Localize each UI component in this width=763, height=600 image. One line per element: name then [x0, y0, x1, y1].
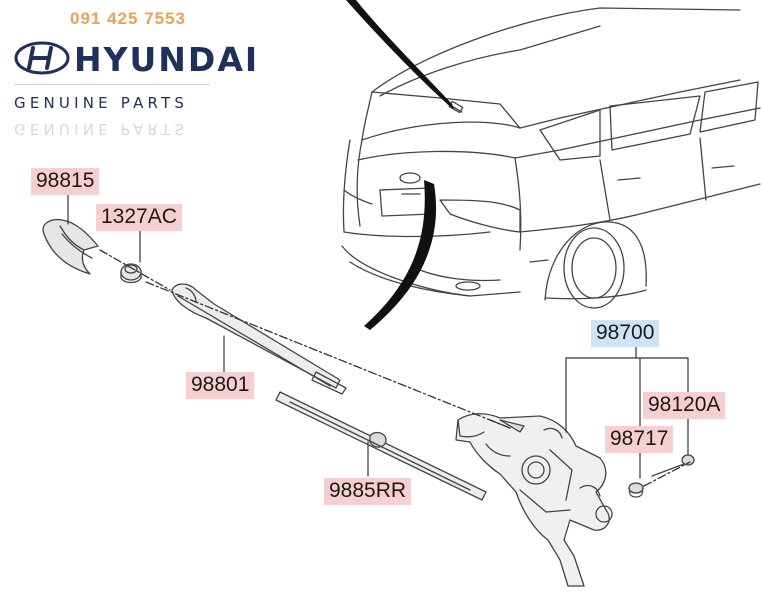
- leader-lines: [67, 191, 689, 479]
- wiper-motor-part: [455, 413, 613, 587]
- assembly-axis: [99, 249, 691, 487]
- grommet-part: [628, 482, 644, 498]
- brand-divider: [14, 84, 210, 85]
- arm-cap-part: [42, 218, 99, 275]
- pivot-part: [651, 454, 695, 477]
- nut-part: [120, 263, 142, 284]
- callout-arm: 98801: [186, 372, 255, 399]
- callout-blade: 9885RR: [324, 478, 412, 505]
- vehicle-outline: [341, 7, 761, 309]
- brand-wordmark: HYUNDAI: [74, 40, 260, 79]
- brand-tagline: GENUINE PARTS: [14, 94, 189, 112]
- wiper-blade-part: [275, 391, 487, 501]
- callout-motor-assembly: 98700: [591, 320, 660, 347]
- wiper-arm-part: [171, 283, 347, 395]
- callout-cap: 98815: [31, 168, 100, 195]
- hyundai-logo-icon: [14, 41, 70, 75]
- contact-phone: 091 425 7553: [70, 9, 186, 28]
- callout-pivot: 98120A: [643, 392, 726, 419]
- callout-grommet: 98717: [605, 426, 674, 453]
- pointer-swoop-lower: [364, 180, 437, 330]
- callout-nut: 1327AC: [96, 204, 182, 231]
- pointer-swoop: [346, 0, 454, 110]
